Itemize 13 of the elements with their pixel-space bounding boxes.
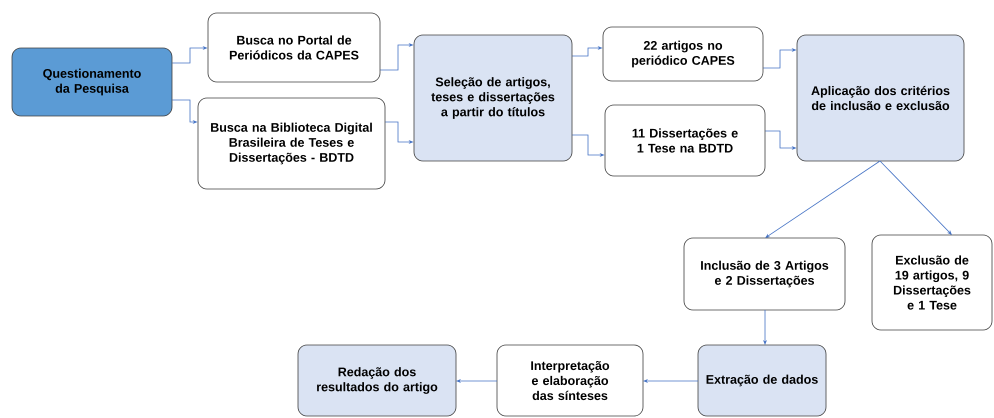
process-box: Busca na Biblioteca Digital Brasileira de Teses e Dissertações - BDTD: [198, 98, 386, 190]
process-box: Extração de dados: [698, 344, 826, 416]
process-box: Seleção de artigos, teses e dissertações a partir do títulos: [414, 34, 572, 162]
process-box: 22 artigos no periódico CAPES: [602, 26, 764, 82]
arrow: [880, 160, 952, 235]
process-box: Inclusão de 3 Artigos e 2 Dissertações: [684, 238, 846, 310]
process-box: Redação dos resultados do artigo: [298, 344, 456, 416]
process-box: Interpretação e elaboração das sínteses: [496, 344, 644, 416]
process-box: Aplicação dos critérios de inclusão e exclusão: [796, 34, 964, 162]
process-box: Exclusão de 19 artigos, 9 Dissertações e 1 Tese: [872, 234, 992, 330]
process-box: Questionamento da Pesquisa: [12, 48, 172, 116]
process-box: 11 Dissertações e 1 Tese na BDTD: [604, 104, 766, 176]
process-box: Busca no Portal de Periódicos da CAPES: [208, 12, 380, 82]
